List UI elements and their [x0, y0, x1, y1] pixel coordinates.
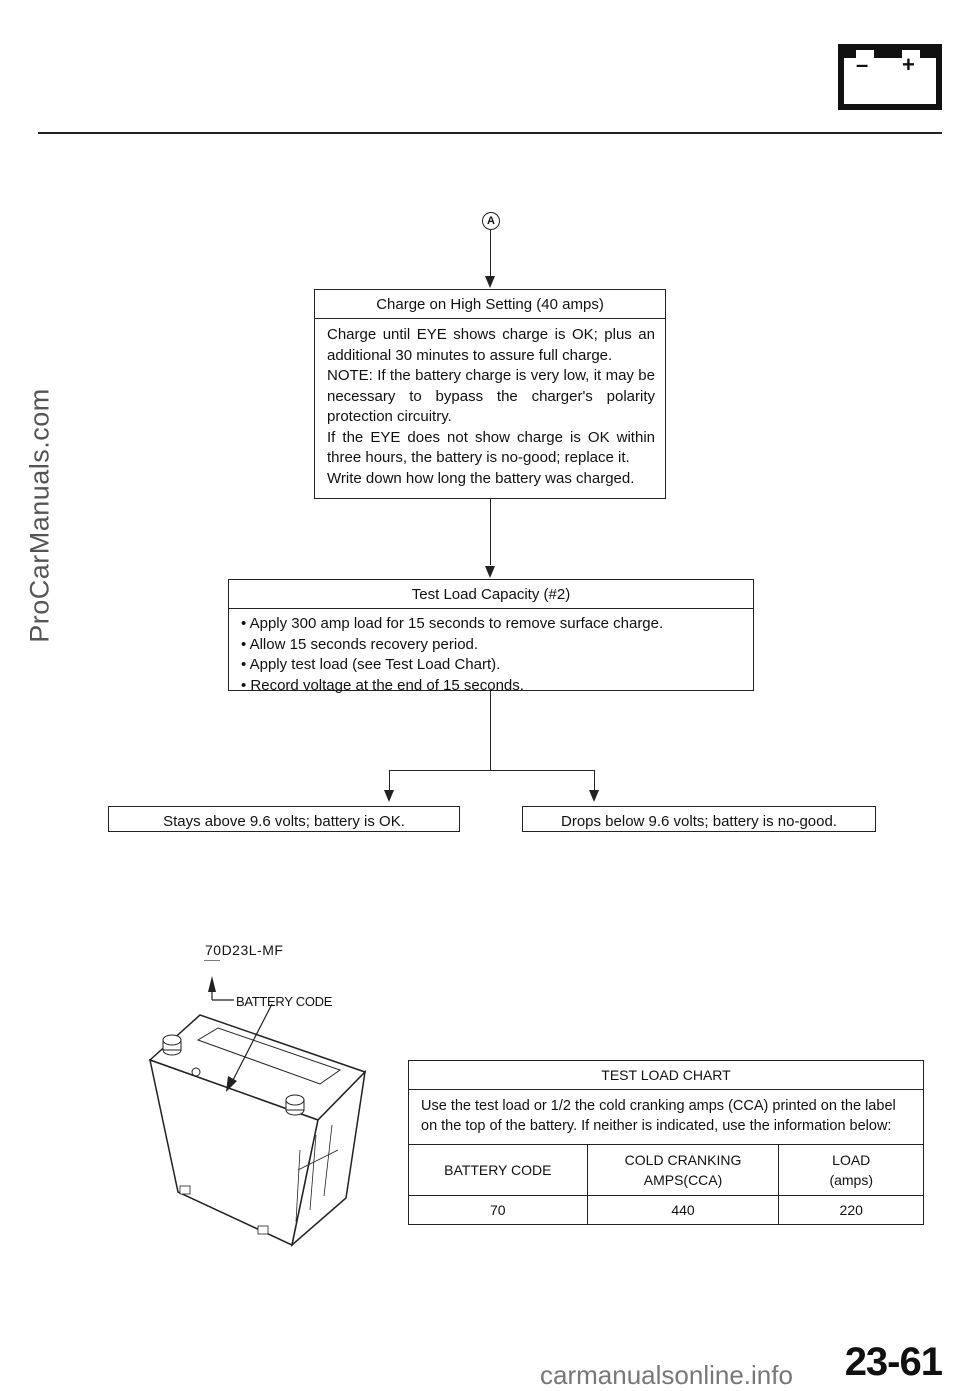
side-watermark: ProCarManuals.com — [24, 388, 55, 643]
terminal-minus-label: – — [856, 52, 869, 77]
result-bad-text: Drops below 9.6 volts; battery is no-goo… — [561, 813, 837, 830]
load-test-body: • Apply 300 amp load for 15 seconds to r… — [229, 609, 753, 702]
arrow-to-step2 — [485, 566, 495, 578]
battery-illustration — [140, 959, 390, 1250]
load-test-bullet: • Allow 15 seconds recovery period. — [241, 635, 479, 653]
chart-header: COLD CRANKING AMPS(CCA) — [586, 1144, 780, 1196]
chart-cell: 70 — [408, 1195, 588, 1225]
connector-step2-branch — [490, 691, 491, 771]
footer-watermark: carmanualsonline.info — [540, 1360, 793, 1390]
load-test-box: Test Load Capacity (#2) • Apply 300 amp … — [228, 579, 754, 694]
arrow-to-ok — [384, 790, 394, 802]
chart-header: BATTERY CODE — [408, 1144, 588, 1196]
connector-a-step1 — [490, 230, 491, 276]
charge-step-title: Charge on High Setting (40 amps) — [315, 290, 665, 319]
connector-step1-step2 — [490, 499, 491, 565]
branch-left — [389, 770, 390, 792]
load-test-bullet: • Apply test load (see Test Load Chart). — [241, 656, 501, 673]
test-load-chart: TEST LOAD CHART Use the test load or 1/2… — [408, 1060, 924, 1225]
charge-step-box: Charge on High Setting (40 amps) Charge … — [314, 289, 666, 499]
charge-step-line: Charge until EYE shows charge is OK; plu… — [327, 326, 655, 364]
battery-icon: – + — [838, 44, 942, 110]
chart-cell: 440 — [586, 1195, 780, 1225]
charge-step-line: Write down how long the battery was char… — [327, 469, 635, 487]
chart-title: TEST LOAD CHART — [408, 1060, 924, 1090]
load-test-title: Test Load Capacity (#2) — [229, 580, 753, 609]
charge-step-body: Charge until EYE shows charge is OK; plu… — [315, 319, 665, 495]
load-test-bullet: • Record voltage at the end of 15 second… — [241, 676, 524, 694]
charge-step-note: NOTE: If the battery charge is very low,… — [327, 367, 655, 425]
battery-model-code: 70D23L-MF — [205, 942, 284, 958]
start-node-label: A — [487, 215, 495, 227]
chart-intro: Use the test load or 1/2 the cold cranki… — [408, 1089, 924, 1145]
charge-step-line: If the EYE does not show charge is OK wi… — [327, 428, 655, 467]
page-number: 23-61 — [844, 1340, 943, 1384]
header-rule — [38, 132, 942, 134]
arrow-to-step1 — [485, 276, 495, 288]
load-test-bullet: • Apply 300 amp load for 15 seconds to r… — [241, 615, 664, 632]
arrow-to-bad — [589, 790, 599, 802]
battery-code-label: BATTERY CODE — [236, 994, 333, 1009]
branch-right — [594, 770, 595, 792]
result-ok-text: Stays above 9.6 volts; battery is OK. — [163, 813, 405, 830]
result-bad-box: Drops below 9.6 volts; battery is no-goo… — [522, 806, 876, 832]
chart-header: LOAD (amps) — [778, 1144, 924, 1196]
start-node: A — [482, 212, 500, 230]
chart-cell: 220 — [778, 1195, 924, 1225]
terminal-plus-label: + — [902, 52, 915, 77]
result-ok-box: Stays above 9.6 volts; battery is OK. — [108, 806, 460, 832]
branch-bar — [389, 770, 595, 771]
